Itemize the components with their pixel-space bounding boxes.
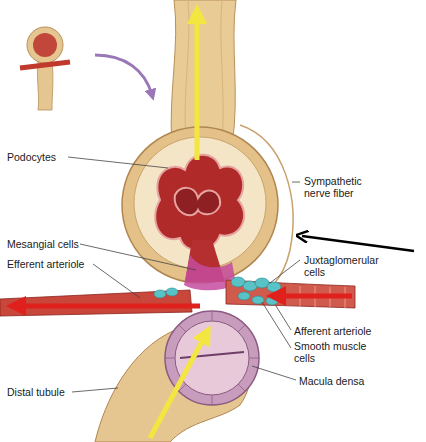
part-label: Smooth muscle cells [293, 340, 377, 364]
part-label: Afferent arteriole [293, 325, 372, 337]
part-label: Podocytes [6, 151, 57, 163]
inset [20, 27, 152, 110]
part-label: Distal tubule [6, 386, 66, 398]
part-label: Sympathetic nerve fiber [303, 175, 373, 199]
part-label: Mesangial cells [6, 238, 80, 250]
part-label: Macula densa [298, 375, 365, 387]
part-label: Juxtaglomerular cells [303, 254, 391, 278]
leader-lines [68, 157, 300, 392]
part-label: Efferent arteriole [6, 258, 85, 270]
